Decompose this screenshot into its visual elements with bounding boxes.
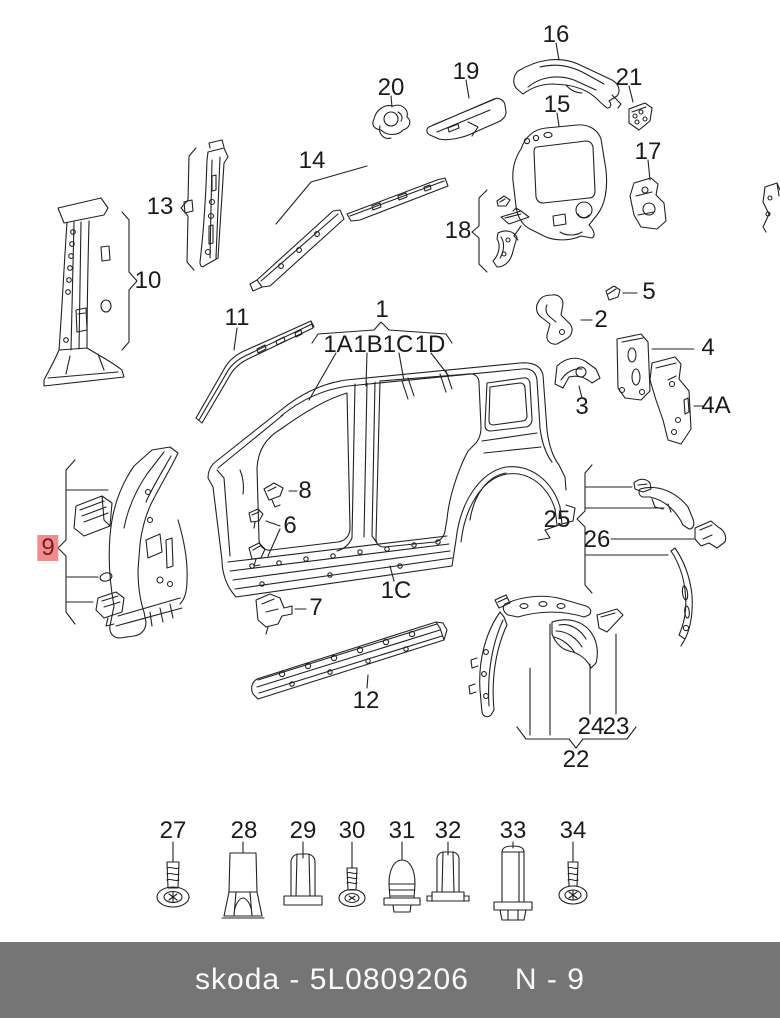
- part-4-drawing: [616, 333, 695, 401]
- part-label-33[interactable]: 33: [499, 817, 527, 844]
- footer-catalog-code: skoda - 5L0809206: [195, 963, 469, 996]
- part-label-2[interactable]: 2: [594, 306, 608, 333]
- part-label-16[interactable]: 16: [542, 21, 570, 48]
- part-label-20[interactable]: 20: [377, 74, 405, 101]
- part-label-14[interactable]: 14: [298, 147, 326, 174]
- part-22-23-24-drawing: [468, 594, 637, 749]
- part-21-drawing: [628, 85, 653, 131]
- part-label-13[interactable]: 13: [146, 193, 174, 220]
- fastener-29-cage-nut: [283, 841, 323, 906]
- part-16-drawing: [513, 42, 622, 109]
- part-label-24[interactable]: 24: [577, 713, 605, 740]
- part-label-4a[interactable]: 4A: [701, 392, 731, 419]
- part-6-drawing: [248, 508, 281, 567]
- fastener-32-cage-nut: [426, 841, 470, 902]
- part-label-21[interactable]: 21: [615, 64, 643, 91]
- part-label-15[interactable]: 15: [543, 91, 571, 118]
- part-10-drawing: [43, 197, 138, 387]
- part-label-4[interactable]: 4: [701, 334, 715, 361]
- part-5-drawing: [605, 285, 638, 301]
- part-label-1c[interactable]: 1C: [382, 331, 414, 358]
- part-25-26-drawing: [576, 464, 727, 647]
- part-label-19[interactable]: 19: [452, 58, 480, 85]
- part-label-6[interactable]: 6: [283, 512, 297, 539]
- part-label-11[interactable]: 11: [224, 304, 250, 331]
- part-label-5[interactable]: 5: [642, 278, 656, 305]
- part-label-27[interactable]: 27: [159, 817, 187, 844]
- part-label-25[interactable]: 25: [543, 506, 571, 533]
- part-3-drawing: [554, 357, 601, 399]
- part-4a-drawing: [649, 356, 705, 445]
- part-14-drawing: [249, 165, 449, 292]
- fastener-31-dome-nut: [383, 841, 421, 913]
- part-label-12[interactable]: 12: [352, 687, 380, 714]
- part-label-23[interactable]: 23: [602, 713, 630, 740]
- part-label-30[interactable]: 30: [338, 817, 366, 844]
- fastener-33-stud: [493, 841, 533, 921]
- part-label-32[interactable]: 32: [434, 817, 462, 844]
- part-label-28[interactable]: 28: [230, 817, 258, 844]
- fastener-34-screw: [558, 841, 588, 905]
- part-2-drawing: [536, 294, 593, 345]
- part-17-drawing: [629, 159, 780, 233]
- part-18-drawing: [471, 189, 530, 273]
- part-label-1a[interactable]: 1A: [323, 331, 353, 358]
- part-label-1c-rocker[interactable]: 1C: [380, 577, 412, 604]
- part-1-body-side-frame-drawing: [207, 321, 576, 598]
- rocker-1c-leader: [389, 565, 395, 582]
- part-7-drawing: [255, 593, 307, 635]
- part-label-1d[interactable]: 1D: [414, 331, 446, 358]
- part-label-1[interactable]: 1: [375, 296, 389, 323]
- part-label-34[interactable]: 34: [559, 817, 587, 844]
- part-8-drawing: [263, 482, 298, 508]
- part-19-drawing: [426, 79, 507, 141]
- part-11-drawing: [195, 320, 315, 424]
- part-13-drawing: [180, 139, 229, 271]
- fastener-30-screw: [338, 841, 366, 908]
- part-label-22[interactable]: 22: [562, 746, 590, 773]
- part-label-29[interactable]: 29: [289, 817, 317, 844]
- part-label-1b[interactable]: 1B: [353, 331, 383, 358]
- part-label-17[interactable]: 17: [634, 138, 662, 165]
- part-label-26[interactable]: 26: [583, 526, 611, 553]
- part-label-31[interactable]: 31: [388, 817, 416, 844]
- part-label-10[interactable]: 10: [134, 267, 162, 294]
- part-label-3[interactable]: 3: [575, 393, 589, 420]
- part-15-drawing: [512, 112, 608, 241]
- part-label-8[interactable]: 8: [298, 477, 312, 504]
- footer-section-code: N - 9: [514, 963, 585, 996]
- fastener-28-plug: [221, 841, 265, 919]
- part-label-9-selected[interactable]: 9: [37, 535, 59, 561]
- part-label-18[interactable]: 18: [444, 217, 472, 244]
- fastener-27-screw: [156, 841, 190, 908]
- part-label-7[interactable]: 7: [309, 594, 323, 621]
- part-9-drawing: [57, 446, 188, 639]
- footer-bar: skoda - 5L0809206 N - 9: [0, 942, 780, 1018]
- part-20-drawing: [372, 95, 411, 139]
- part-12-drawing: [251, 621, 448, 700]
